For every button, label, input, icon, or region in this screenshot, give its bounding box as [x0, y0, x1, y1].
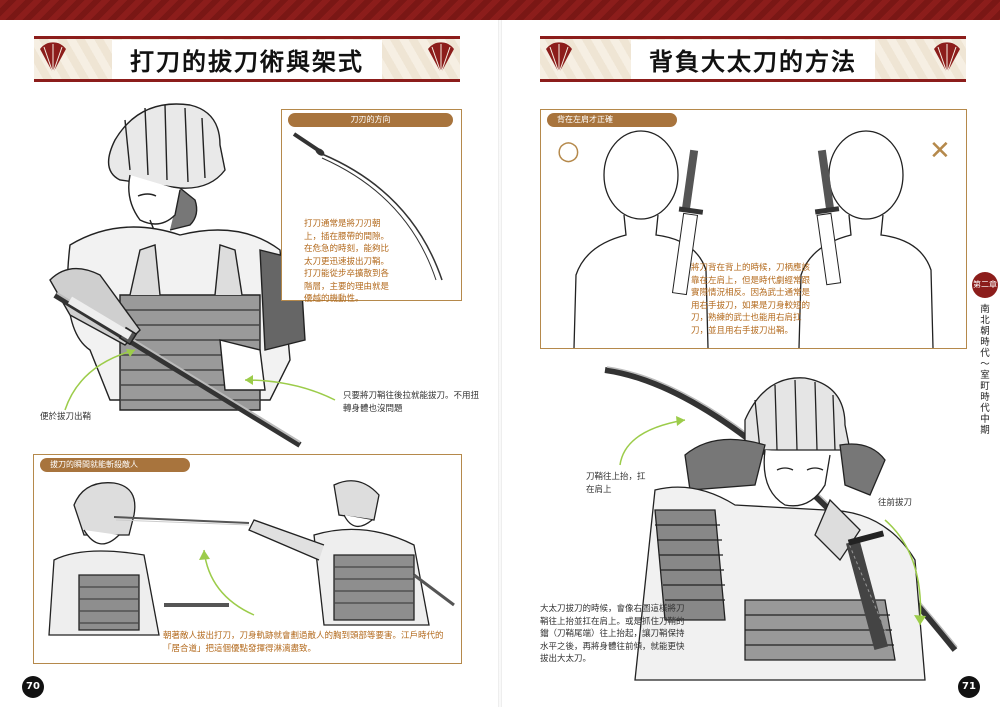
annotation-lift-scabbard: 刀鞘往上抬，扛在肩上 — [586, 472, 646, 495]
odachi-draw-text: 大太刀拔刀的時候，會像右圖這樣將刀鞘往上抬並扛在肩上。或是抓住刀鞘的鐺（刀鞘尾端… — [540, 604, 685, 664]
panel-carry-text: 將刀背在背上的時候，刀柄應該靠在左肩上，但是時代劇經常跟實際情況相反。因為武士通… — [691, 263, 811, 336]
katana-diagram — [292, 132, 443, 281]
panel-carry-left-shoulder: 背在左肩才正確 ○ ✕ 將刀背在背上的時候，刀柄應該靠在左肩上，但是時代劇經常跟… — [540, 109, 967, 349]
panel-strike-on-draw: 拔刀的瞬間就能斬殺敵人 朝著敵人拔出打刀，刀身軌跡就會劃過敵人的胸到頭部等要害。… — [33, 454, 462, 664]
correct-mark: ○ — [557, 136, 580, 166]
right-page-title: 背負大太刀的方法 — [631, 39, 875, 79]
fan-crest-icon — [546, 42, 572, 74]
left-page-title-bar: 打刀的拔刀術與架式 — [34, 36, 460, 82]
page-gutter — [498, 20, 502, 707]
right-page-number: 71 — [958, 676, 980, 698]
fan-crest-icon — [934, 42, 960, 74]
panel-tag: 拔刀的瞬間就能斬殺敵人 — [40, 458, 190, 472]
samurai-with-uchigatana-illustration — [49, 103, 306, 448]
panel-tag: 背在左肩才正確 — [547, 113, 677, 127]
chapter-number: 第二章 — [972, 272, 998, 298]
annotation-pull-scabbard: 只要將刀鞘往後拉就能拔刀。不用扭轉身體也沒問題 — [343, 391, 480, 414]
fan-crest-icon — [428, 42, 454, 74]
annotation-easy-draw: 便於拔刀出鞘 — [40, 412, 92, 422]
chapter-side-tab: 第二章 南北朝時代～室町時代中期 — [972, 272, 998, 436]
annotation-draw-forward: 往前拔刀 — [878, 498, 913, 508]
chapter-title: 南北朝時代～室町時代中期 — [980, 304, 990, 436]
panel-strike-text: 朝著敵人拔出打刀，刀身軌跡就會劃過敵人的胸到頭部等要害。江戶時代的「居合道」把這… — [163, 631, 444, 654]
back-carry-silhouettes — [573, 130, 934, 349]
panel-blade-direction-text: 打刀通常是將刀刃朝上，插在腰帶的間隙。在危急的時刻，能夠比太刀更迅速拔出刀鞘。打… — [304, 219, 390, 304]
wrong-mark: ✕ — [929, 136, 951, 166]
duel-illustration — [48, 480, 455, 636]
arrow-easy-draw — [64, 349, 136, 411]
fan-crest-icon — [40, 42, 66, 74]
decorative-top-band — [0, 0, 1000, 20]
left-page-number: 70 — [22, 676, 44, 698]
arrow-pull-back — [244, 375, 336, 401]
arrow-lift-scabbard — [619, 416, 686, 466]
left-page-title: 打刀的拔刀術與架式 — [112, 39, 382, 79]
samurai-drawing-odachi-illustration — [604, 366, 958, 681]
right-page-title-bar: 背負大太刀的方法 — [540, 36, 966, 82]
panel-blade-direction: 刀刃的方向 打刀通常是將刀刃朝上，插在腰帶的間隙。在危急的時刻，能夠比太刀更迅速… — [281, 109, 462, 304]
arrow-draw-forward — [884, 519, 926, 626]
panel-tag: 刀刃的方向 — [288, 113, 453, 127]
